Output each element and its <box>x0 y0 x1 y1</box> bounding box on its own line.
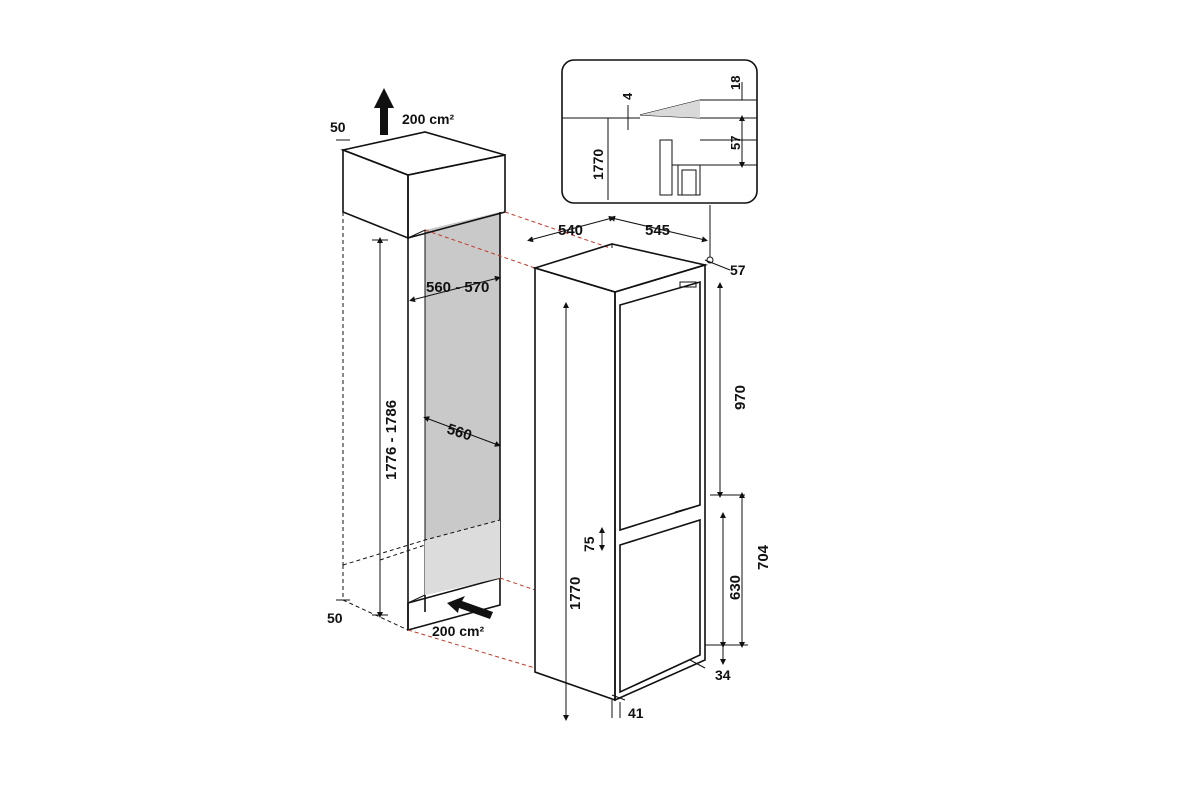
upper-door-label: 970 <box>732 385 749 410</box>
niche-width-top-label: 560 - 570 <box>426 279 489 296</box>
appliance-front <box>614 263 706 702</box>
niche-back-panel <box>425 212 500 595</box>
appliance-width-label: 540 <box>558 222 583 239</box>
lower-door <box>619 518 701 694</box>
lower-section-label: 704 <box>755 544 772 570</box>
detail-57-label: 57 <box>728 136 743 150</box>
lower-door-label: 630 <box>727 575 744 600</box>
gap-top-label: 50 <box>330 119 346 135</box>
vent-bottom-arrow-icon <box>447 596 493 619</box>
niche-dimensions <box>336 139 501 618</box>
appliance-dimensions <box>527 205 748 721</box>
niche-width-label: 560 <box>445 421 474 445</box>
plinth <box>407 576 501 632</box>
top-gap-label: 57 <box>730 262 746 278</box>
detail-18-label: 18 <box>728 76 743 90</box>
detail-frame <box>561 59 758 204</box>
appliance <box>532 243 709 702</box>
gap-bottom-label: 50 <box>327 610 343 626</box>
upper-door <box>619 280 701 532</box>
top-housing-top <box>340 131 506 176</box>
base-offset-label: 34 <box>715 667 731 683</box>
niche-height-label: 1776 - 1786 <box>383 400 400 480</box>
niche-left-wall <box>407 229 426 604</box>
vent-arrows <box>374 88 493 619</box>
vent-top-arrow-icon <box>374 88 394 135</box>
bottom-offset-label: 41 <box>628 705 644 721</box>
appliance-height-label: 1770 <box>567 577 584 610</box>
detail-height-label: 1770 <box>590 149 606 180</box>
appliance-depth-label: 545 <box>645 222 670 239</box>
niche-cabinet <box>340 131 506 632</box>
vent-bottom-label: 200 cm² <box>432 623 484 639</box>
detail-callout <box>561 59 758 204</box>
door-gap-label: 75 <box>581 536 597 552</box>
appliance-side <box>534 266 616 702</box>
detail-4-label: 4 <box>620 92 635 100</box>
vent-top-label: 200 cm² <box>402 111 454 127</box>
